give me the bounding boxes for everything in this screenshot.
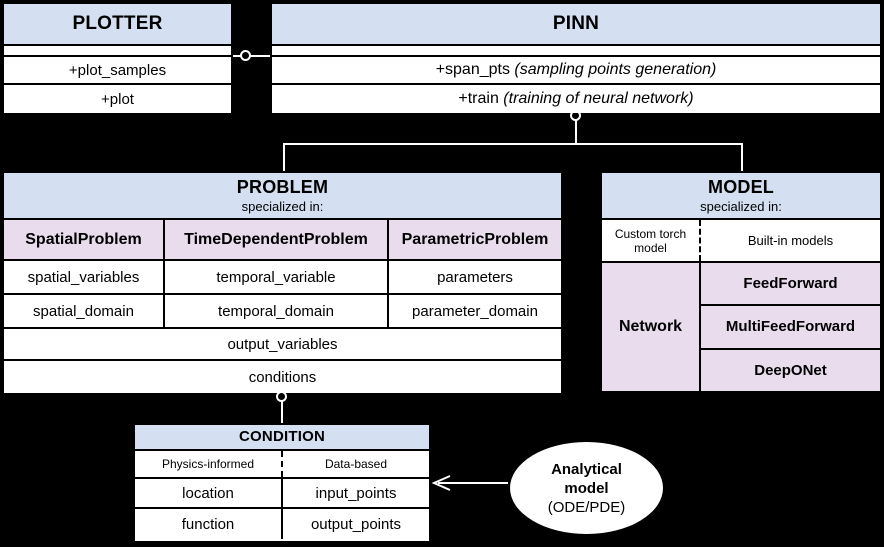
pinn-method-train-note: (training of neural network) xyxy=(503,90,694,107)
model-entry-feedforward[interactable]: FeedForward xyxy=(701,263,880,307)
class-box-problem[interactable]: PROBLEM specialized in: SpatialProblem T… xyxy=(2,171,563,393)
problem-specialization-row: SpatialProblem TimeDependentProblem Para… xyxy=(4,220,561,261)
pinn-header: PINN xyxy=(272,4,880,46)
problem-attr-parameter-domain: parameter_domain xyxy=(389,295,561,327)
condition-attr-function: function xyxy=(135,509,283,539)
problem-specialization-parametric[interactable]: ParametricProblem xyxy=(389,220,561,259)
problem-attr-conditions: conditions xyxy=(4,361,561,393)
problem-shared-row-conditions: conditions xyxy=(4,361,561,393)
condition-attr-input-points: input_points xyxy=(283,479,429,507)
plotter-method-plot-samples[interactable]: +plot_samples xyxy=(4,57,231,85)
condition-attr-location: location xyxy=(135,479,283,507)
pinn-method-span-pts[interactable]: +span_pts (sampling points generation) xyxy=(272,57,880,85)
node-analytical-model[interactable]: Analytical model (ODE/PDE) xyxy=(508,440,665,536)
problem-attr-temporal-domain: temporal_domain xyxy=(165,295,389,327)
pinn-method-span-pts-name: +span_pts xyxy=(435,61,510,78)
class-box-condition[interactable]: CONDITION Physics-informed Data-based lo… xyxy=(133,423,431,543)
class-box-model[interactable]: MODEL specialized in: Custom torch model… xyxy=(600,171,882,393)
pinn-attributes-compartment xyxy=(272,46,880,57)
pinn-title: PINN xyxy=(552,13,600,34)
association-marker-plotter-pinn xyxy=(240,50,251,61)
problem-attribute-row-2: spatial_domain temporal_domain parameter… xyxy=(4,295,561,329)
analytical-model-line-1: Analytical xyxy=(551,460,622,478)
model-category-custom-torch-model: Custom torch model xyxy=(602,220,701,261)
model-body: Network FeedForward MultiFeedForward Dee… xyxy=(602,263,880,391)
model-title: MODEL xyxy=(708,177,774,197)
problem-attr-temporal-variable: temporal_variable xyxy=(165,261,389,293)
class-box-plotter[interactable]: PLOTTER +plot_samples +plot xyxy=(2,2,233,113)
pinn-method-train[interactable]: +train (training of neural network) xyxy=(272,85,880,113)
problem-attr-spatial-variables: spatial_variables xyxy=(4,261,165,293)
model-entry-multifeedforward[interactable]: MultiFeedForward xyxy=(701,306,880,350)
plotter-header: PLOTTER xyxy=(4,4,231,46)
condition-title: CONDITION xyxy=(239,428,325,445)
pinn-method-span-pts-note: (sampling points generation) xyxy=(514,61,717,78)
condition-column-data-based: Data-based xyxy=(283,451,429,477)
connector-to-problem xyxy=(283,143,285,173)
problem-title: PROBLEM xyxy=(236,177,329,197)
connector-problem-condition xyxy=(281,393,283,423)
plotter-method-plot[interactable]: +plot xyxy=(4,85,231,113)
model-category-builtin-models: Built-in models xyxy=(701,220,880,261)
problem-shared-row-output-variables: output_variables xyxy=(4,329,561,361)
problem-specialization-time-dependent[interactable]: TimeDependentProblem xyxy=(165,220,389,259)
problem-header: PROBLEM specialized in: xyxy=(4,173,561,220)
model-category-row: Custom torch model Built-in models xyxy=(602,220,880,263)
model-entry-network[interactable]: Network xyxy=(602,263,701,391)
analytical-model-line-2: model xyxy=(564,479,609,497)
class-box-pinn[interactable]: PINN +span_pts (sampling points generati… xyxy=(270,2,882,113)
problem-specialization-spatial[interactable]: SpatialProblem xyxy=(4,220,165,259)
condition-column-physics-informed: Physics-informed xyxy=(135,451,283,477)
connector-to-model xyxy=(741,143,743,173)
pinn-method-train-name: +train xyxy=(458,90,499,107)
condition-row-2: function output_points xyxy=(135,509,429,539)
model-entry-deeponet[interactable]: DeepONet xyxy=(701,349,880,391)
connector-pinn-down xyxy=(575,112,577,144)
condition-header: CONDITION xyxy=(135,425,429,451)
problem-attr-output-variables: output_variables xyxy=(4,329,561,359)
condition-row-1: location input_points xyxy=(135,479,429,509)
connector-junction-bar xyxy=(283,143,743,145)
condition-column-header-row: Physics-informed Data-based xyxy=(135,451,429,479)
plotter-title: PLOTTER xyxy=(72,13,163,34)
plotter-attributes-compartment xyxy=(4,46,231,57)
model-subtitle: specialized in: xyxy=(700,199,782,214)
problem-attribute-row-1: spatial_variables temporal_variable para… xyxy=(4,261,561,295)
condition-attr-output-points: output_points xyxy=(283,509,429,539)
model-header: MODEL specialized in: xyxy=(602,173,880,220)
problem-attr-parameters: parameters xyxy=(389,261,561,293)
analytical-model-line-3: (ODE/PDE) xyxy=(547,498,626,516)
connector-plotter-pinn xyxy=(233,55,270,57)
model-builtin-list: FeedForward MultiFeedForward DeepONet xyxy=(701,263,880,391)
problem-attr-spatial-domain: spatial_domain xyxy=(4,295,165,327)
problem-subtitle: specialized in: xyxy=(241,199,324,214)
